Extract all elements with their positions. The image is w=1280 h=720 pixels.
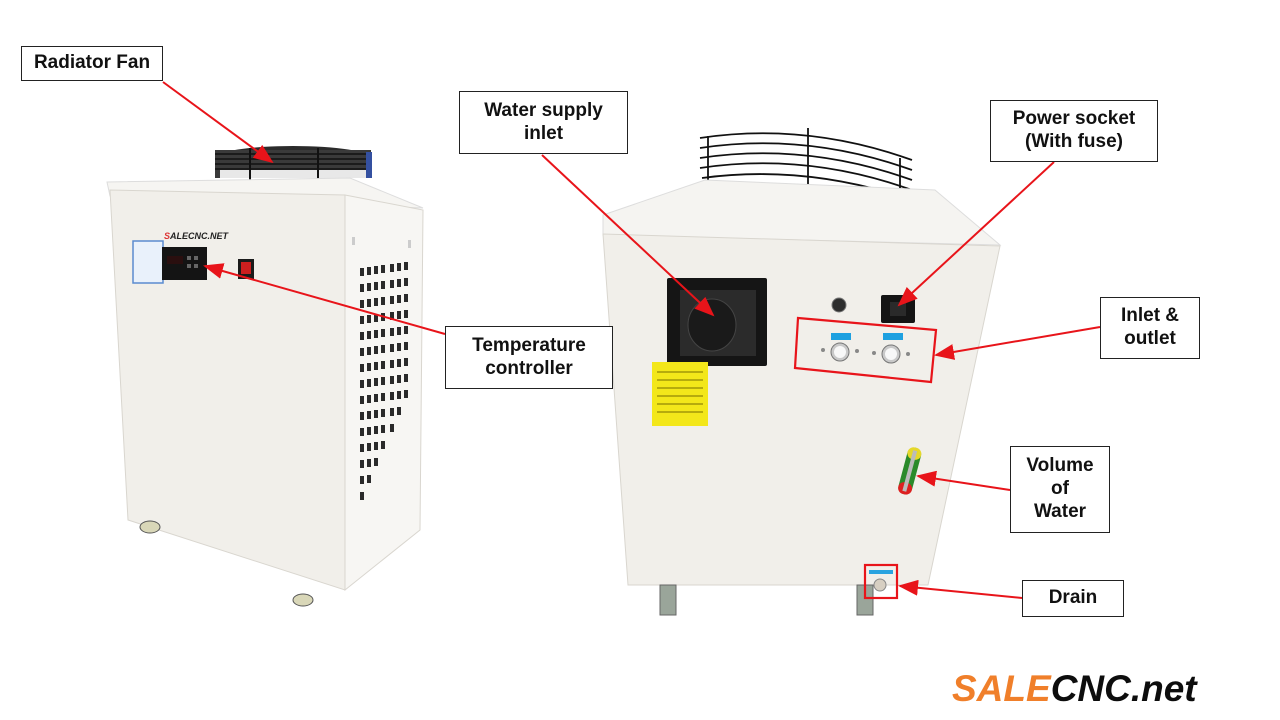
spec-label	[132, 240, 164, 284]
chiller-front-view: S ALECNC.NET	[106, 146, 424, 607]
signal-connector	[831, 297, 847, 313]
radiator-fan-guard	[215, 146, 372, 180]
callout-radiator-fan: Radiator Fan	[21, 46, 163, 81]
callout-volume-of-water: Volume of Water	[1010, 446, 1110, 533]
water-level-gauge	[898, 447, 922, 495]
brand-logo-sale: SALE	[952, 668, 1051, 709]
callout-power-socket: Power socket (With fuse)	[990, 100, 1158, 162]
callout-inlet-outlet: Inlet & outlet	[1100, 297, 1200, 359]
callout-drain: Drain	[1022, 580, 1124, 617]
chiller-rear-view	[602, 128, 1002, 616]
brand-logo-cnc: CNC.net	[1050, 668, 1197, 709]
unit-logo: S	[164, 231, 170, 241]
callout-temperature-controller: Temperature controller	[445, 326, 613, 389]
brand-logo: SALECNC.net	[952, 668, 1197, 710]
callout-water-supply-inlet: Water supply inlet	[459, 91, 628, 154]
svg-text:ALECNC.NET: ALECNC.NET	[169, 231, 230, 241]
warning-sticker	[652, 362, 708, 426]
